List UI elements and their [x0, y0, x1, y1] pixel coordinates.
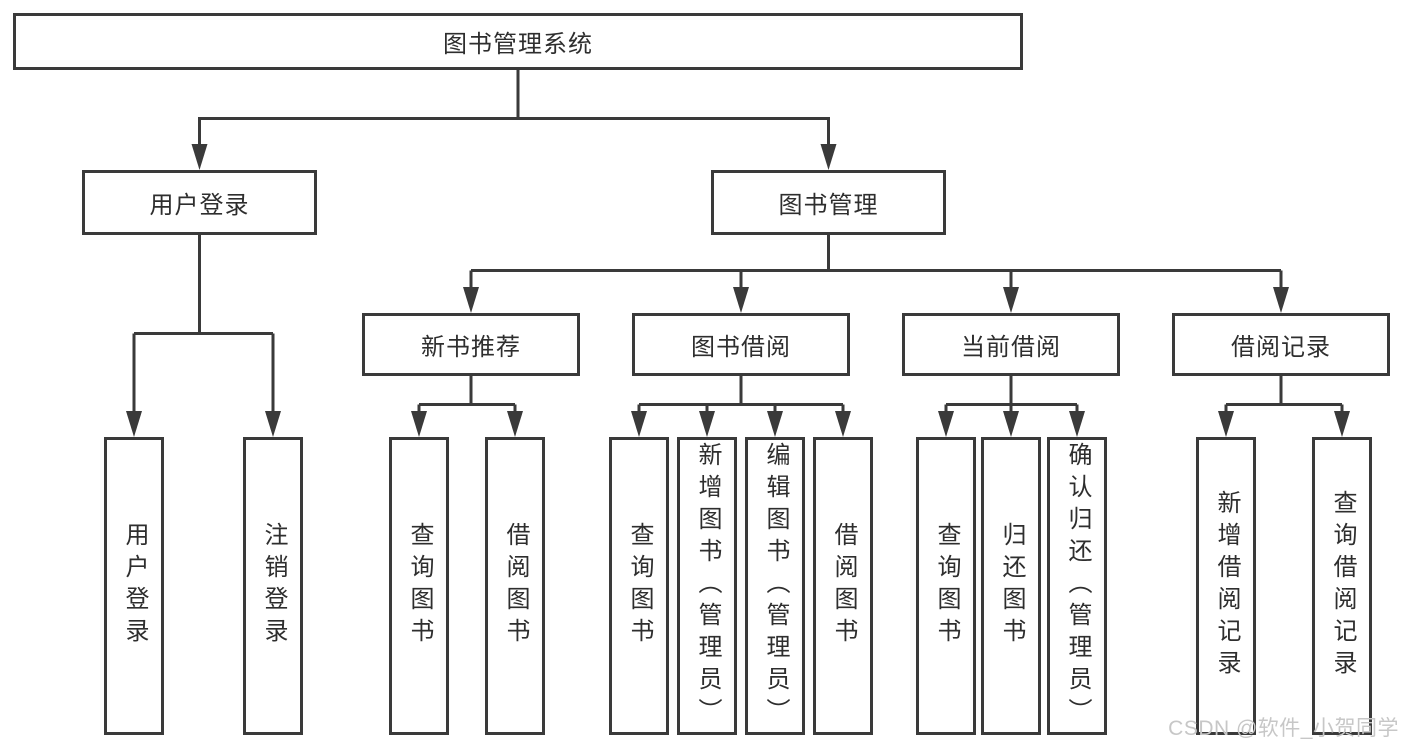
tree-connector-paths: [132, 69, 1344, 413]
node-label: 编辑图书（管理员）: [762, 442, 789, 730]
node-label: 归还图书: [998, 522, 1025, 650]
leaf-logout-login: 注销登录: [243, 437, 303, 735]
node-label: 确认归还（管理员）: [1064, 442, 1091, 730]
node-label: 新增图书（管理员）: [694, 442, 721, 730]
node-label: 查询图书: [933, 522, 960, 650]
node-label: 用户登录: [149, 192, 250, 219]
node-label: 用户登录: [121, 522, 148, 650]
node-label: 借阅图书: [830, 522, 857, 650]
leaf-current-query-book: 查询图书: [916, 437, 976, 735]
node-user-login: 用户登录: [82, 170, 317, 235]
leaf-query-borrow-record: 查询借阅记录: [1312, 437, 1372, 735]
leaf-add-borrow-record: 新增借阅记录: [1196, 437, 1256, 735]
node-label: 借阅记录: [1231, 334, 1331, 361]
node-label: 新增借阅记录: [1213, 490, 1240, 682]
node-label: 新书推荐: [421, 334, 521, 361]
leaf-borrow-book: 借阅图书: [813, 437, 873, 735]
node-new-book-recommend: 新书推荐: [362, 313, 580, 376]
node-book-borrow: 图书借阅: [632, 313, 850, 376]
arrowheads: [126, 144, 1350, 437]
node-book-management: 图书管理: [711, 170, 946, 235]
node-label: 图书借阅: [691, 334, 791, 361]
leaf-edit-book-admin: 编辑图书（管理员）: [745, 437, 805, 735]
leaf-user-login: 用户登录: [104, 437, 164, 735]
leaf-return-book: 归还图书: [981, 437, 1041, 735]
node-label: 查询借阅记录: [1329, 490, 1356, 682]
node-label: 图书管理: [778, 192, 879, 219]
leaf-confirm-return-admin: 确认归还（管理员）: [1047, 437, 1107, 735]
node-label: 图书管理系统: [443, 31, 593, 58]
node-label: 注销登录: [260, 522, 287, 650]
node-borrow-records: 借阅记录: [1172, 313, 1390, 376]
leaf-borrow-query-book: 查询图书: [609, 437, 669, 735]
node-current-borrow: 当前借阅: [902, 313, 1120, 376]
node-label: 当前借阅: [961, 334, 1061, 361]
leaf-recommend-borrow-book: 借阅图书: [485, 437, 545, 735]
csdn-watermark: CSDN @软件_小贺同学: [1168, 717, 1399, 740]
node-label: 借阅图书: [502, 522, 529, 650]
node-label: 查询图书: [406, 522, 433, 650]
leaf-recommend-query-book: 查询图书: [389, 437, 449, 735]
leaf-add-book-admin: 新增图书（管理员）: [677, 437, 737, 735]
node-label: 查询图书: [626, 522, 653, 650]
node-library-system: 图书管理系统: [13, 13, 1023, 70]
